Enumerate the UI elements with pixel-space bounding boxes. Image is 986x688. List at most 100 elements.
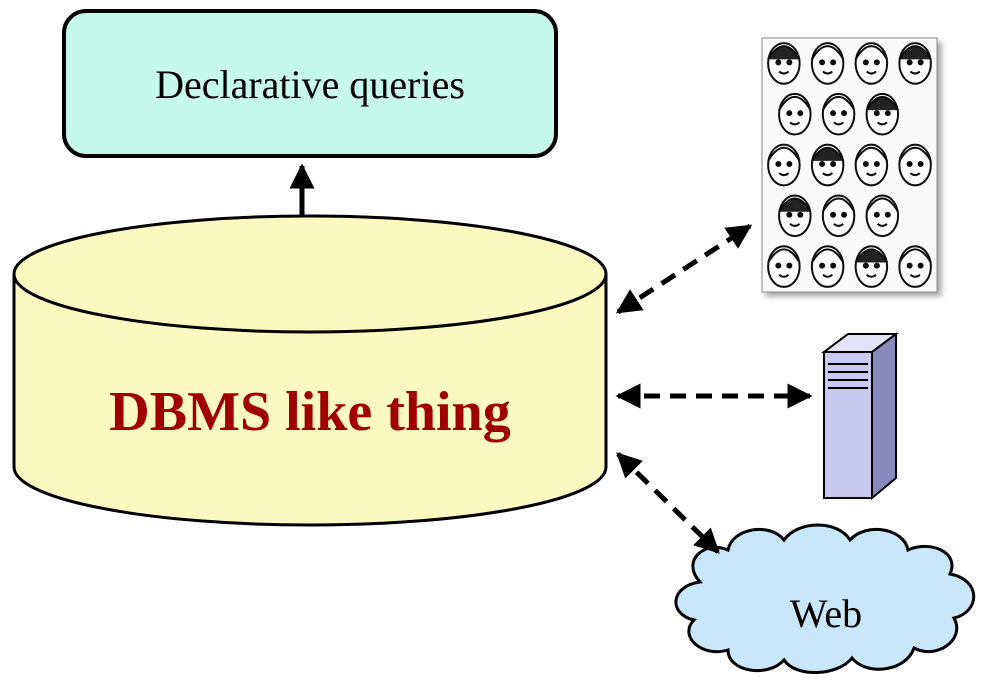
crowd-mouth [876, 223, 888, 227]
crowd-eye [917, 262, 924, 269]
crowd-eye [830, 262, 837, 269]
crowd-face [898, 245, 932, 288]
cloud-icon [674, 523, 976, 674]
crowd-mouth [865, 172, 877, 177]
crowd-face [898, 143, 932, 187]
dbms-web-arrow [616, 452, 720, 554]
crowd-eye [830, 211, 837, 218]
crowd-mouth [909, 273, 921, 278]
crowd-hair [811, 146, 845, 162]
crowd-hair [854, 146, 888, 162]
crowd-face [854, 42, 889, 85]
crowd-eye [797, 211, 804, 218]
crowd-face [810, 42, 845, 85]
dbms-cylinder: DBMS like thing [12, 214, 608, 527]
crowd-hair [854, 248, 888, 264]
crowd-mouth [833, 121, 844, 126]
crowd-eye [884, 211, 891, 218]
crowd-eye [906, 262, 913, 269]
crowd-hair [865, 197, 899, 213]
crowd-mouth [789, 121, 801, 126]
crowd-eye [873, 262, 880, 269]
crowd-eye [862, 59, 869, 66]
crowd-hair [865, 95, 899, 111]
crowd-face [810, 245, 845, 288]
crowd-hair [778, 197, 812, 213]
crowd-eye [873, 211, 880, 218]
crowd-eye [775, 59, 782, 66]
web-cloud: Web [674, 523, 976, 674]
crowd-eye [786, 110, 793, 117]
crowd-face [767, 143, 801, 187]
crowd-face [767, 245, 801, 288]
crowd-eye [830, 110, 837, 117]
crowd-hair [821, 197, 856, 213]
cylinder-body [12, 274, 608, 527]
web-label: Web [790, 591, 862, 636]
crowd-mouth [822, 273, 834, 278]
crowd-mouth [822, 70, 834, 75]
crowd-eye [862, 160, 869, 167]
crowd-eye [884, 110, 891, 117]
crowd-face [854, 143, 889, 187]
dbms-label: DBMS like thing [109, 381, 510, 443]
crowd-eye [775, 160, 782, 167]
crowd-eye [786, 160, 793, 167]
crowd-mouth [876, 121, 888, 126]
crowd-eye [786, 211, 793, 218]
crowd-hair [898, 248, 932, 264]
crowd-eye [873, 59, 880, 66]
query-box-shape [62, 9, 558, 158]
declarative-queries-box: Declarative queries [62, 9, 558, 158]
crowd-mouth [778, 70, 790, 75]
crowd-mouth [865, 70, 877, 75]
crowd-hair [767, 146, 801, 162]
crowd-eye [775, 262, 782, 269]
crowd-hair [898, 45, 932, 60]
crowd-eye [819, 160, 826, 167]
crowd-face [821, 194, 856, 238]
crowd-eye [830, 160, 837, 167]
crowd-eye [862, 262, 869, 269]
cylinder-top [12, 214, 608, 334]
crowd-face [778, 92, 812, 136]
crowd-eye [841, 110, 848, 117]
crowd-eye [841, 211, 848, 218]
crowd-hair [898, 146, 932, 162]
crowd-eye [917, 160, 924, 167]
crowd-face [865, 194, 900, 238]
crowd-eye [819, 59, 826, 66]
crowd-mouth [822, 172, 834, 177]
crowd-mouth [909, 70, 921, 75]
crowd-mouth [865, 273, 877, 278]
crowd-hair [811, 45, 845, 60]
crowd-eye [786, 262, 793, 269]
server-tower-icon [821, 332, 899, 501]
crowd-eye [873, 160, 880, 167]
crowd-mouth [789, 223, 801, 227]
crowd-hair [811, 248, 845, 264]
crowd-eye [786, 59, 793, 66]
crowd-mouth [909, 172, 921, 177]
crowd-mouth [778, 273, 790, 278]
dbms-crowd-arrow [615, 223, 753, 315]
crowd-eye [873, 110, 880, 117]
query-box-label: Declarative queries [155, 62, 465, 107]
crowd-mouth [778, 172, 790, 177]
crowd-face [821, 92, 856, 136]
crowd-hair [767, 248, 801, 264]
crowd-eye [830, 59, 837, 66]
crowd-hair [767, 45, 801, 60]
crowd-eye [797, 110, 804, 117]
crowd-hair [778, 95, 812, 111]
crowd-hair [854, 45, 888, 60]
crowd-hair [821, 95, 856, 111]
crowd-eye [906, 160, 913, 167]
crowd-eye [917, 59, 924, 66]
crowd-mouth [833, 223, 844, 227]
crowd-icon [761, 37, 938, 293]
crowd-eye [819, 262, 826, 269]
crowd-eye [906, 59, 913, 66]
